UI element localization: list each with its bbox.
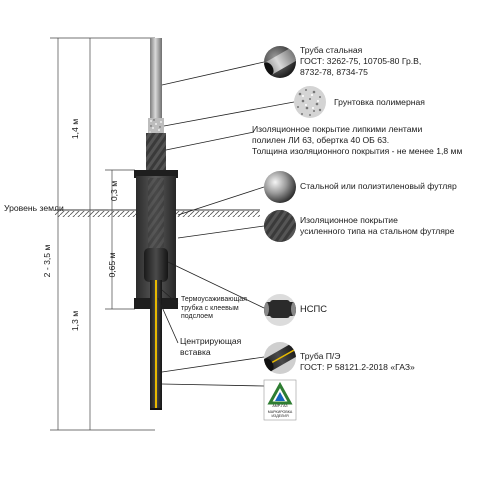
- casing-label: Стальной или полиэтиленовый футляр: [300, 181, 457, 191]
- heat-shrink-line-3: подслоем: [181, 313, 213, 320]
- dim-upper-total: 1,4 м: [70, 118, 80, 140]
- casing-top-cap: [134, 170, 178, 178]
- reinforced-insulation-label: Изоляционное покрытие усиленного типа на…: [300, 215, 454, 237]
- casing-icon: [264, 171, 296, 203]
- nsps-icon: [264, 294, 296, 326]
- badge-caption: МАРКИРОВКА ИЗДЕЛИЯ: [267, 410, 293, 418]
- pe-pipe-standard: ГОСТ: Р 58121.2-2018 «ГАЗ»: [300, 362, 415, 372]
- insulation-line-2: полилен ЛИ 63, обертка 40 ОБ 63.: [252, 135, 390, 145]
- badge-caption-1: МАРКИРОВКА: [267, 410, 293, 414]
- badge-brand: АМР-ГАЗ: [272, 404, 288, 408]
- nsps-sleeve: [144, 248, 168, 282]
- ground-level-label: Уровень земли: [4, 203, 64, 213]
- pe-pipe-label: Труба П/Э ГОСТ: Р 58121.2-2018 «ГАЗ»: [300, 351, 415, 373]
- marking-badge-icon: [263, 379, 297, 421]
- leader-lines: [157, 61, 295, 387]
- dim-total-range: 2 - 3,5 м: [42, 244, 52, 278]
- badge-caption-2: ИЗДЕЛИЯ: [271, 414, 289, 418]
- insulation-label: Изоляционное покрытие липкими лентами по…: [252, 124, 462, 157]
- centering-insert-label: Центрирующая вставка: [180, 336, 241, 358]
- dimension-lines: [50, 37, 155, 431]
- tape-insulation: [146, 133, 166, 173]
- pe-pipe-title: Труба П/Э: [300, 351, 341, 361]
- primer-icon: [294, 86, 326, 118]
- reinforced-line-1: Изоляционное покрытие: [300, 215, 398, 225]
- pe-pipe-icon: [264, 342, 296, 374]
- insulation-line-1: Изоляционное покрытие липкими лентами: [252, 124, 423, 134]
- dim-casing-below: 0,65 м: [107, 252, 117, 278]
- steel-pipe-title: Труба стальная: [300, 45, 363, 55]
- centering-line-1: Центрирующая: [180, 336, 242, 346]
- reinforced-line-2: усиленного типа на стальном футляре: [300, 226, 455, 236]
- insulation-line-3: Толщина изоляционного покрытия - не мене…: [252, 146, 463, 156]
- steel-pipe-icon: [264, 46, 296, 78]
- centering-line-2: вставка: [180, 347, 211, 357]
- primer-label: Грунтовка полимерная: [334, 97, 425, 107]
- dim-casing-above: 0,3 м: [109, 180, 119, 202]
- reinforced-insulation-icon: [264, 210, 296, 242]
- steel-pipe-standard-2: 8732-78, 8734-75: [300, 67, 368, 77]
- steel-pipe-label: Труба стальная ГОСТ: 3262-75, 10705-80 Г…: [300, 45, 421, 78]
- heat-shrink-line-1: Термоусаживающая: [181, 296, 247, 303]
- steel-pipe-standard-1: ГОСТ: 3262-75, 10705-80 Гр.В,: [300, 56, 422, 66]
- nsps-label: НСПС: [300, 303, 328, 314]
- heat-shrink-label: Термоусаживающая трубка с клеевым подсло…: [181, 296, 247, 322]
- heat-shrink-line-2: трубка с клеевым: [181, 304, 239, 312]
- dim-lower-total: 1,3 м: [70, 310, 80, 332]
- steel-pipe: [150, 38, 162, 123]
